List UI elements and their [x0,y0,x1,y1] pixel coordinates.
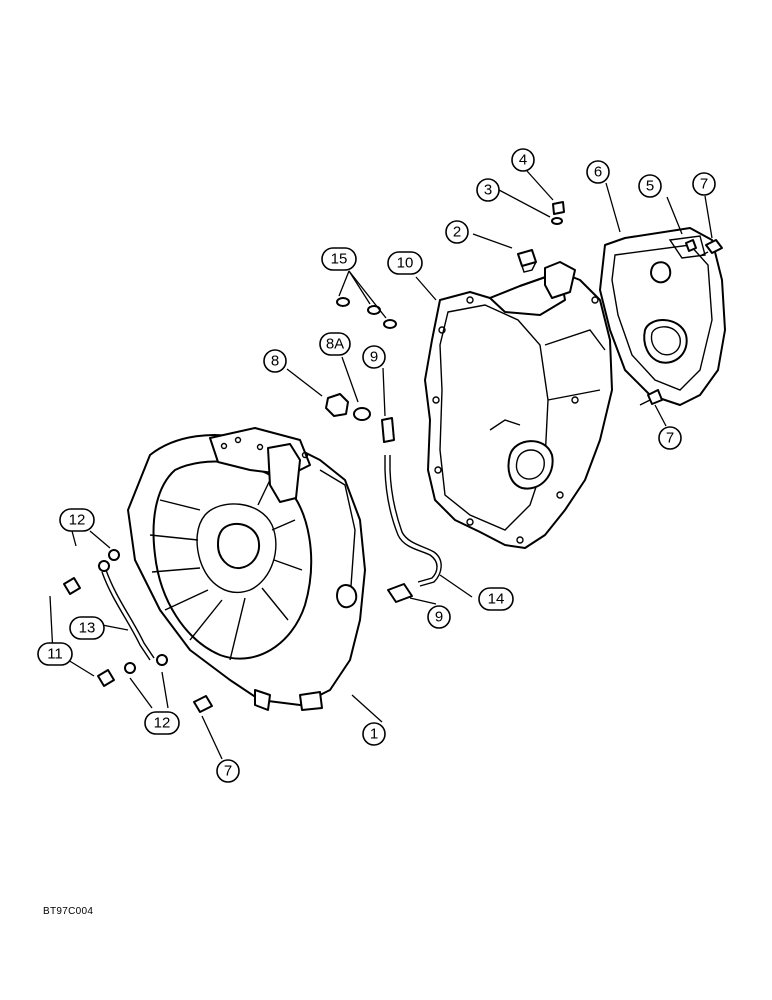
callout-12-bottom: 12 [144,711,180,735]
callout-label: 8A [326,336,344,353]
callout-11: 11 [37,642,73,666]
callout-label: 11 [47,646,63,663]
callout-label: 9 [370,349,378,366]
transmission-housing [424,261,613,549]
callout-5: 5 [638,174,662,198]
callout-label: 5 [646,178,654,195]
leader-lines [49,170,713,760]
callout-7-top-right: 7 [692,172,716,196]
callout-label: 13 [79,620,96,637]
callout-label: 4 [519,152,527,169]
callout-6: 6 [586,160,610,184]
callout-label: 12 [154,715,171,732]
callout-13: 13 [69,616,105,640]
bell-housing [127,427,366,711]
callout-8a: 8A [319,332,351,356]
callout-label: 8 [271,353,279,370]
callout-label: 2 [453,224,461,241]
callout-label: 9 [435,609,443,626]
small-parts [63,201,723,713]
callout-1: 1 [362,722,386,746]
callout-4: 4 [511,148,535,172]
callout-8: 8 [263,349,287,373]
cover-plate [599,227,726,406]
callout-label: 7 [224,763,232,780]
callout-label: 14 [488,591,505,608]
callout-7-bottom: 7 [216,759,240,783]
callout-15: 15 [321,247,357,271]
callout-label: 15 [331,251,348,268]
callout-label: 7 [700,176,708,193]
callout-12-top: 12 [59,508,95,532]
callout-9-bottom: 9 [427,605,451,629]
figure-code: BT97C004 [43,906,94,917]
callout-7-right: 7 [658,426,682,450]
callout-2: 2 [445,220,469,244]
callout-14: 14 [478,587,514,611]
callout-3: 3 [476,178,500,202]
callout-label: 12 [69,512,86,529]
callout-10: 10 [387,251,423,275]
callout-label: 6 [594,164,602,181]
callout-label: 7 [666,430,674,447]
callout-label: 3 [484,182,492,199]
oil-tube [384,455,442,587]
callout-9-top: 9 [362,345,386,369]
callout-label: 10 [397,255,414,272]
callout-label: 1 [370,726,378,743]
